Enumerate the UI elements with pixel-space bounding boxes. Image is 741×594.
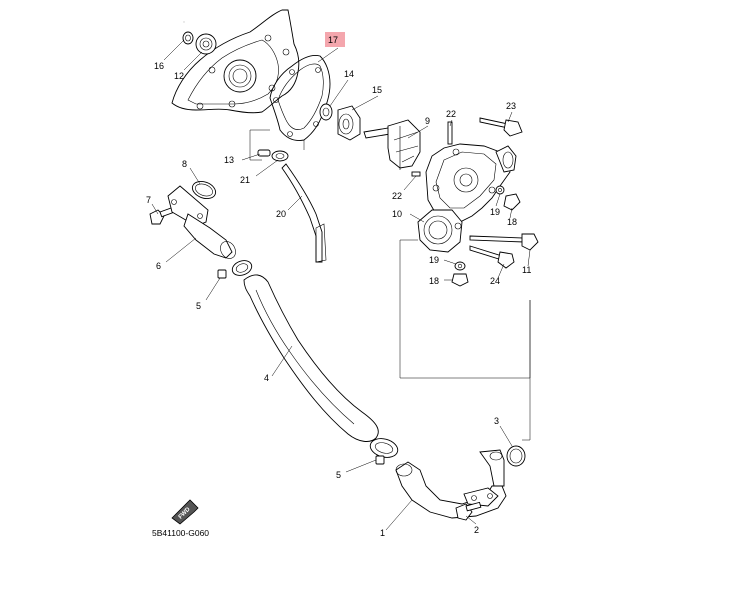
joint-pipe-6 [167, 185, 236, 259]
callout-22-upper[interactable]: 22 [446, 109, 456, 119]
bolt-23 [479, 117, 523, 137]
callout-5-lower[interactable]: 5 [336, 470, 341, 480]
callout-14[interactable]: 14 [344, 69, 354, 79]
callout-18-right[interactable]: 18 [507, 217, 517, 227]
hose-4 [243, 274, 379, 442]
callout-18-lower[interactable]: 18 [429, 276, 439, 286]
callout-19-lower[interactable]: 19 [429, 255, 439, 265]
callout-17[interactable]: 17 [328, 35, 338, 45]
oil-seal-16 [182, 31, 194, 45]
callout-3[interactable]: 3 [494, 416, 499, 426]
callout-1[interactable]: 1 [380, 528, 385, 538]
bolt-2 [455, 501, 482, 521]
clamp-21 [271, 150, 289, 162]
washer-19-lower [454, 261, 466, 271]
dowel-pin-13 [257, 149, 271, 157]
callout-16[interactable]: 16 [154, 61, 164, 71]
clamp-5-upper [217, 260, 253, 279]
bolt-24 [469, 245, 515, 269]
callout-20[interactable]: 20 [276, 209, 286, 219]
callout-4[interactable]: 4 [264, 373, 269, 383]
bolt-7 [149, 205, 178, 225]
callout-23[interactable]: 23 [506, 101, 516, 111]
outlet-fitting-10 [417, 209, 463, 253]
highlight-box-17 [325, 32, 345, 47]
bolt-11 [469, 233, 539, 251]
pin-22-lower [411, 171, 421, 177]
callout-6[interactable]: 6 [156, 261, 161, 271]
callout-13[interactable]: 13 [224, 155, 234, 165]
callout-11[interactable]: 11 [522, 265, 531, 275]
callout-8[interactable]: 8 [182, 159, 187, 169]
callout-5-upper[interactable]: 5 [196, 301, 201, 311]
bolt-18-lower [451, 273, 469, 287]
gasket-17 [269, 55, 331, 141]
callout-2[interactable]: 2 [474, 525, 479, 535]
washer-19-right [495, 185, 505, 195]
drawing-code: 5B41100-G060 [152, 528, 209, 538]
o-ring-8 [191, 180, 217, 200]
fwd-arrow-icon: FWD [171, 499, 199, 525]
callout-9[interactable]: 9 [425, 116, 430, 126]
callout-7[interactable]: 7 [146, 195, 151, 205]
impeller-shaft-9 [363, 119, 421, 170]
oil-seal-14 [319, 103, 333, 121]
callout-12[interactable]: 12 [174, 71, 184, 81]
o-ring-3 [506, 445, 526, 467]
callout-19-right[interactable]: 19 [490, 207, 500, 217]
callout-24[interactable]: 24 [490, 276, 500, 286]
callout-21[interactable]: 21 [240, 175, 250, 185]
hose-20 [281, 163, 327, 263]
clamp-5-lower [369, 438, 399, 465]
bolt-18-right [503, 193, 521, 211]
callout-22-lower[interactable]: 22 [392, 191, 402, 201]
mechanical-seal-15 [337, 105, 361, 141]
callout-15[interactable]: 15 [372, 85, 382, 95]
pipe-1 [395, 449, 507, 519]
bearing-12 [195, 33, 217, 55]
leader-lines [151, 39, 531, 531]
callout-10[interactable]: 10 [392, 209, 402, 219]
pin-22-upper [447, 121, 453, 145]
callout-labels[interactable]: 1 2 3 4 5 5 6 7 8 9 10 11 12 13 14 15 16… [146, 35, 531, 538]
crankcase-cover [171, 9, 300, 114]
